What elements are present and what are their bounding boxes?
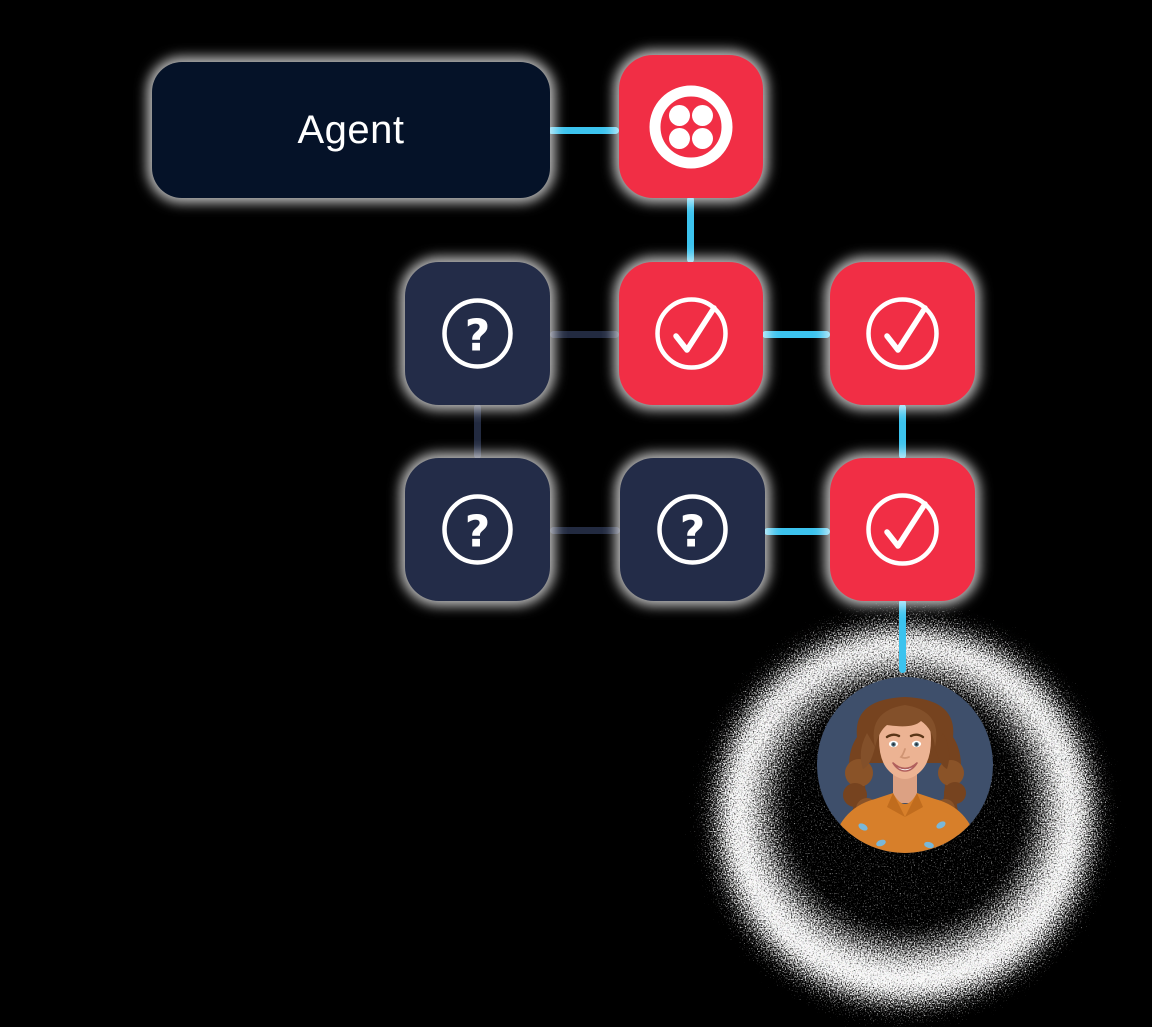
verified-step-node-3 (830, 458, 975, 601)
check-circle-icon (654, 297, 728, 370)
verified-step-node-1 (619, 262, 763, 405)
verified-step-node-2 (830, 262, 975, 405)
svg-text:?: ? (465, 311, 491, 362)
svg-text:?: ? (680, 507, 706, 558)
edge-unknown1-verified1 (550, 331, 619, 338)
svg-text:?: ? (465, 507, 491, 558)
edge-unknown1-unknown2 (474, 404, 481, 459)
unknown-step-node-2: ? (405, 458, 550, 601)
unknown-step-node-3: ? (620, 458, 765, 601)
edge-verified3-customer (899, 599, 906, 673)
edge-twilio-verified1 (687, 196, 694, 263)
customer-avatar (817, 677, 993, 853)
check-circle-icon (866, 297, 939, 370)
edge-agent-twilio (548, 127, 619, 134)
agent-node: Agent (152, 62, 550, 198)
edge-verified1-verified2 (762, 331, 830, 338)
edge-unknown3-verified3 (764, 528, 830, 535)
unknown-step-node-1: ? (405, 262, 550, 405)
question-circle-icon: ? (657, 494, 728, 565)
check-circle-icon (866, 493, 939, 566)
edge-unknown2-unknown3 (550, 527, 620, 534)
customer-portrait-illustration (817, 677, 993, 853)
twilio-node (619, 55, 763, 198)
twilio-logo-icon (649, 85, 733, 168)
question-circle-icon: ? (442, 298, 513, 369)
question-circle-icon: ? (442, 494, 513, 565)
agent-label: Agent (297, 107, 405, 152)
edge-verified2-verified3 (899, 404, 906, 459)
